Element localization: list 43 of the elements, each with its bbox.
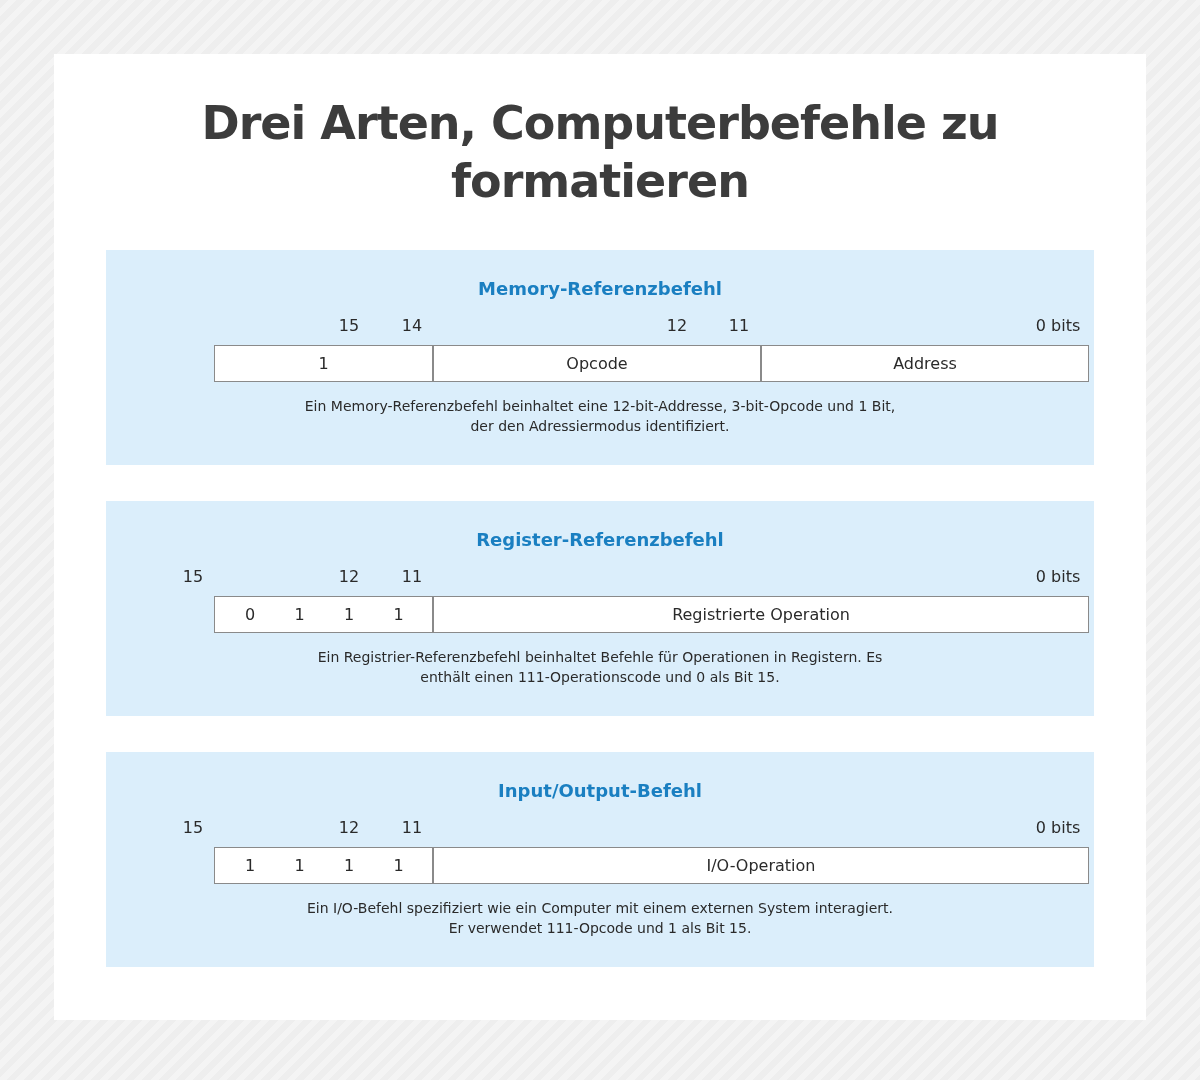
bit-position-label: 12 [666,315,688,335]
field-value: 1 [392,604,405,626]
field-value: 1 [293,855,306,877]
instruction-format-panel [106,752,1094,967]
field-value: I/O-Operation [705,855,817,877]
bit-field [214,847,433,884]
bit-position-label: 12 [338,566,360,586]
bit-position-label: 15 [338,315,360,335]
panel-heading: Input/Output-Befehl [497,780,703,801]
panel-caption: Ein Memory-Referenzbefehl beinhaltet eine 12-bit-Addresse, 3-bit-Opcode und 1 Bit, der den Adressiermodus identifiziert. [303,397,897,436]
instruction-format-panel [106,501,1094,716]
instruction-format-panel [106,250,1094,465]
bit-field [433,847,1089,884]
bit-position-label: 15 [182,566,204,586]
field-value: Address [892,353,958,375]
field-value: 1 [342,604,356,626]
bit-position-label: 12 [338,817,360,837]
bit-position-label: 11 [401,817,423,837]
panel-heading: Memory-Referenzbefehl [477,278,723,299]
bit-position-label: 11 [401,566,423,586]
bit-field [214,596,433,633]
field-value: 1 [392,855,405,877]
bit-field [761,345,1089,382]
field-value: 0 [243,604,257,626]
bit-position-label: 11 [728,315,750,335]
field-value: 1 [293,604,306,626]
bit-position-label: 0 bits [1035,566,1081,586]
field-value: 1 [342,855,356,877]
bit-field [214,345,433,382]
panel-caption: Ein Registrier-Referenzbefehl beinhaltet Befehle für Operationen in Registern. Es enthält einen 111-Operationscode und 0 als Bit 15. [316,648,884,687]
panel-caption: Ein I/O-Befehl spezifiziert wie ein Computer mit einem externen System interagiert. Er verwendet 111-Opcode und 1 als Bit 15. [305,899,895,938]
bit-position-label: 0 bits [1035,315,1081,335]
bit-position-label: 15 [182,817,204,837]
bit-field [433,596,1089,633]
field-value: Opcode [565,353,629,375]
bit-position-label: 0 bits [1035,817,1081,837]
field-value: Registrierte Operation [671,604,851,626]
bit-field [433,345,761,382]
field-value: 1 [317,353,330,375]
title: Drei Arten, Computerbefehle zu formatieren [200,95,1000,210]
field-value: 1 [243,855,257,877]
bit-position-label: 14 [401,315,423,335]
panel-heading: Register-Referenzbefehl [475,529,725,550]
